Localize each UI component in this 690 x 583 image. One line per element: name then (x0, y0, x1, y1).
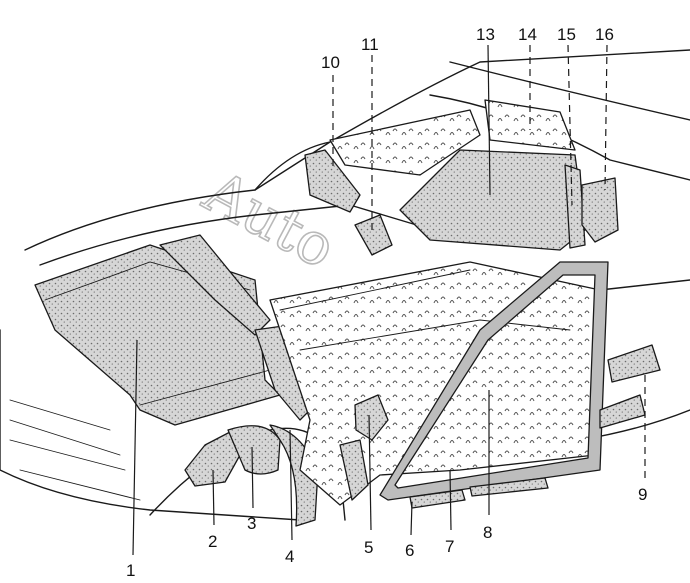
callout-15: 15 (557, 25, 576, 44)
callout-1: 1 (126, 561, 135, 580)
callout-3: 3 (247, 514, 256, 533)
trunk-side-trim (564, 164, 586, 249)
callout-16: 16 (595, 25, 614, 44)
callout-7: 7 (445, 537, 454, 556)
callout-6: 6 (405, 541, 414, 560)
tail-light-cover (581, 177, 619, 243)
rear-panel-trim (484, 99, 576, 151)
callout-14: 14 (518, 25, 537, 44)
callout-9: 9 (638, 485, 647, 504)
a-pillar-lower-panel (339, 394, 389, 501)
seat-belt-bracket (354, 214, 393, 256)
callout-11: 11 (361, 35, 379, 54)
callout-labels: 1 2 3 4 5 6 7 8 9 10 11 13 14 15 16 (126, 25, 647, 580)
callout-4: 4 (285, 547, 294, 566)
leader-lines (132, 44, 646, 556)
front-wheel-arch-liner (227, 425, 281, 475)
callout-5: 5 (364, 538, 373, 557)
trunk-floor-mat (399, 149, 586, 251)
car-body-outline (0, 49, 690, 521)
callout-2: 2 (208, 532, 217, 551)
callout-10: 10 (321, 53, 340, 72)
callout-8: 8 (483, 523, 492, 542)
door-opening-seal (379, 261, 609, 501)
rear-sill-trim (599, 344, 661, 429)
rear-shelf-bracket (304, 149, 361, 213)
callout-13: 13 (476, 25, 495, 44)
rear-parcel-shelf (329, 109, 481, 176)
hood-insulation-mat (34, 244, 281, 426)
